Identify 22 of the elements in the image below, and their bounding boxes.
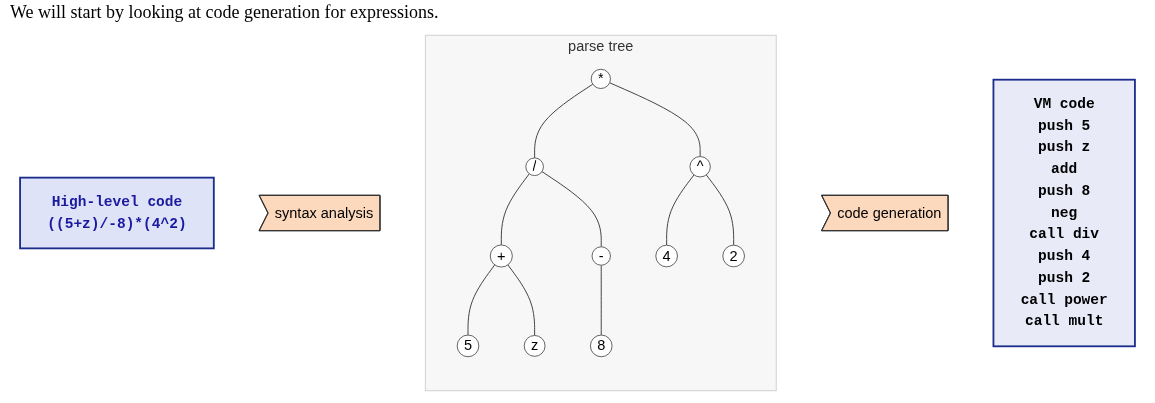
connector [467,264,496,336]
connector [507,264,536,336]
connector [534,83,594,159]
connector [666,174,695,246]
node-circle: 2 [722,244,745,268]
node-box: High-level code ((5+z)/-8)*(4^2) [19,176,215,250]
node-box: VM code push 5 push z add push 8 neg call div push 4 push 2 call power call mult [992,78,1136,348]
node-circle: 8 [589,334,613,358]
connector [600,264,602,336]
node-circle: 5 [456,334,480,358]
node-circle: ^ [689,156,711,178]
node-circle: + [489,244,513,268]
node-circle: 4 [655,244,678,268]
note-text: We will start by looking at code generation for expressions. [10,2,439,22]
node-circle: z [523,335,546,357]
connector [500,173,530,246]
node-circle: * [590,68,611,89]
connector [609,82,701,157]
node-circle: - [591,246,611,266]
node-circle: / [525,157,544,176]
connector [705,174,735,246]
connector [541,171,602,248]
